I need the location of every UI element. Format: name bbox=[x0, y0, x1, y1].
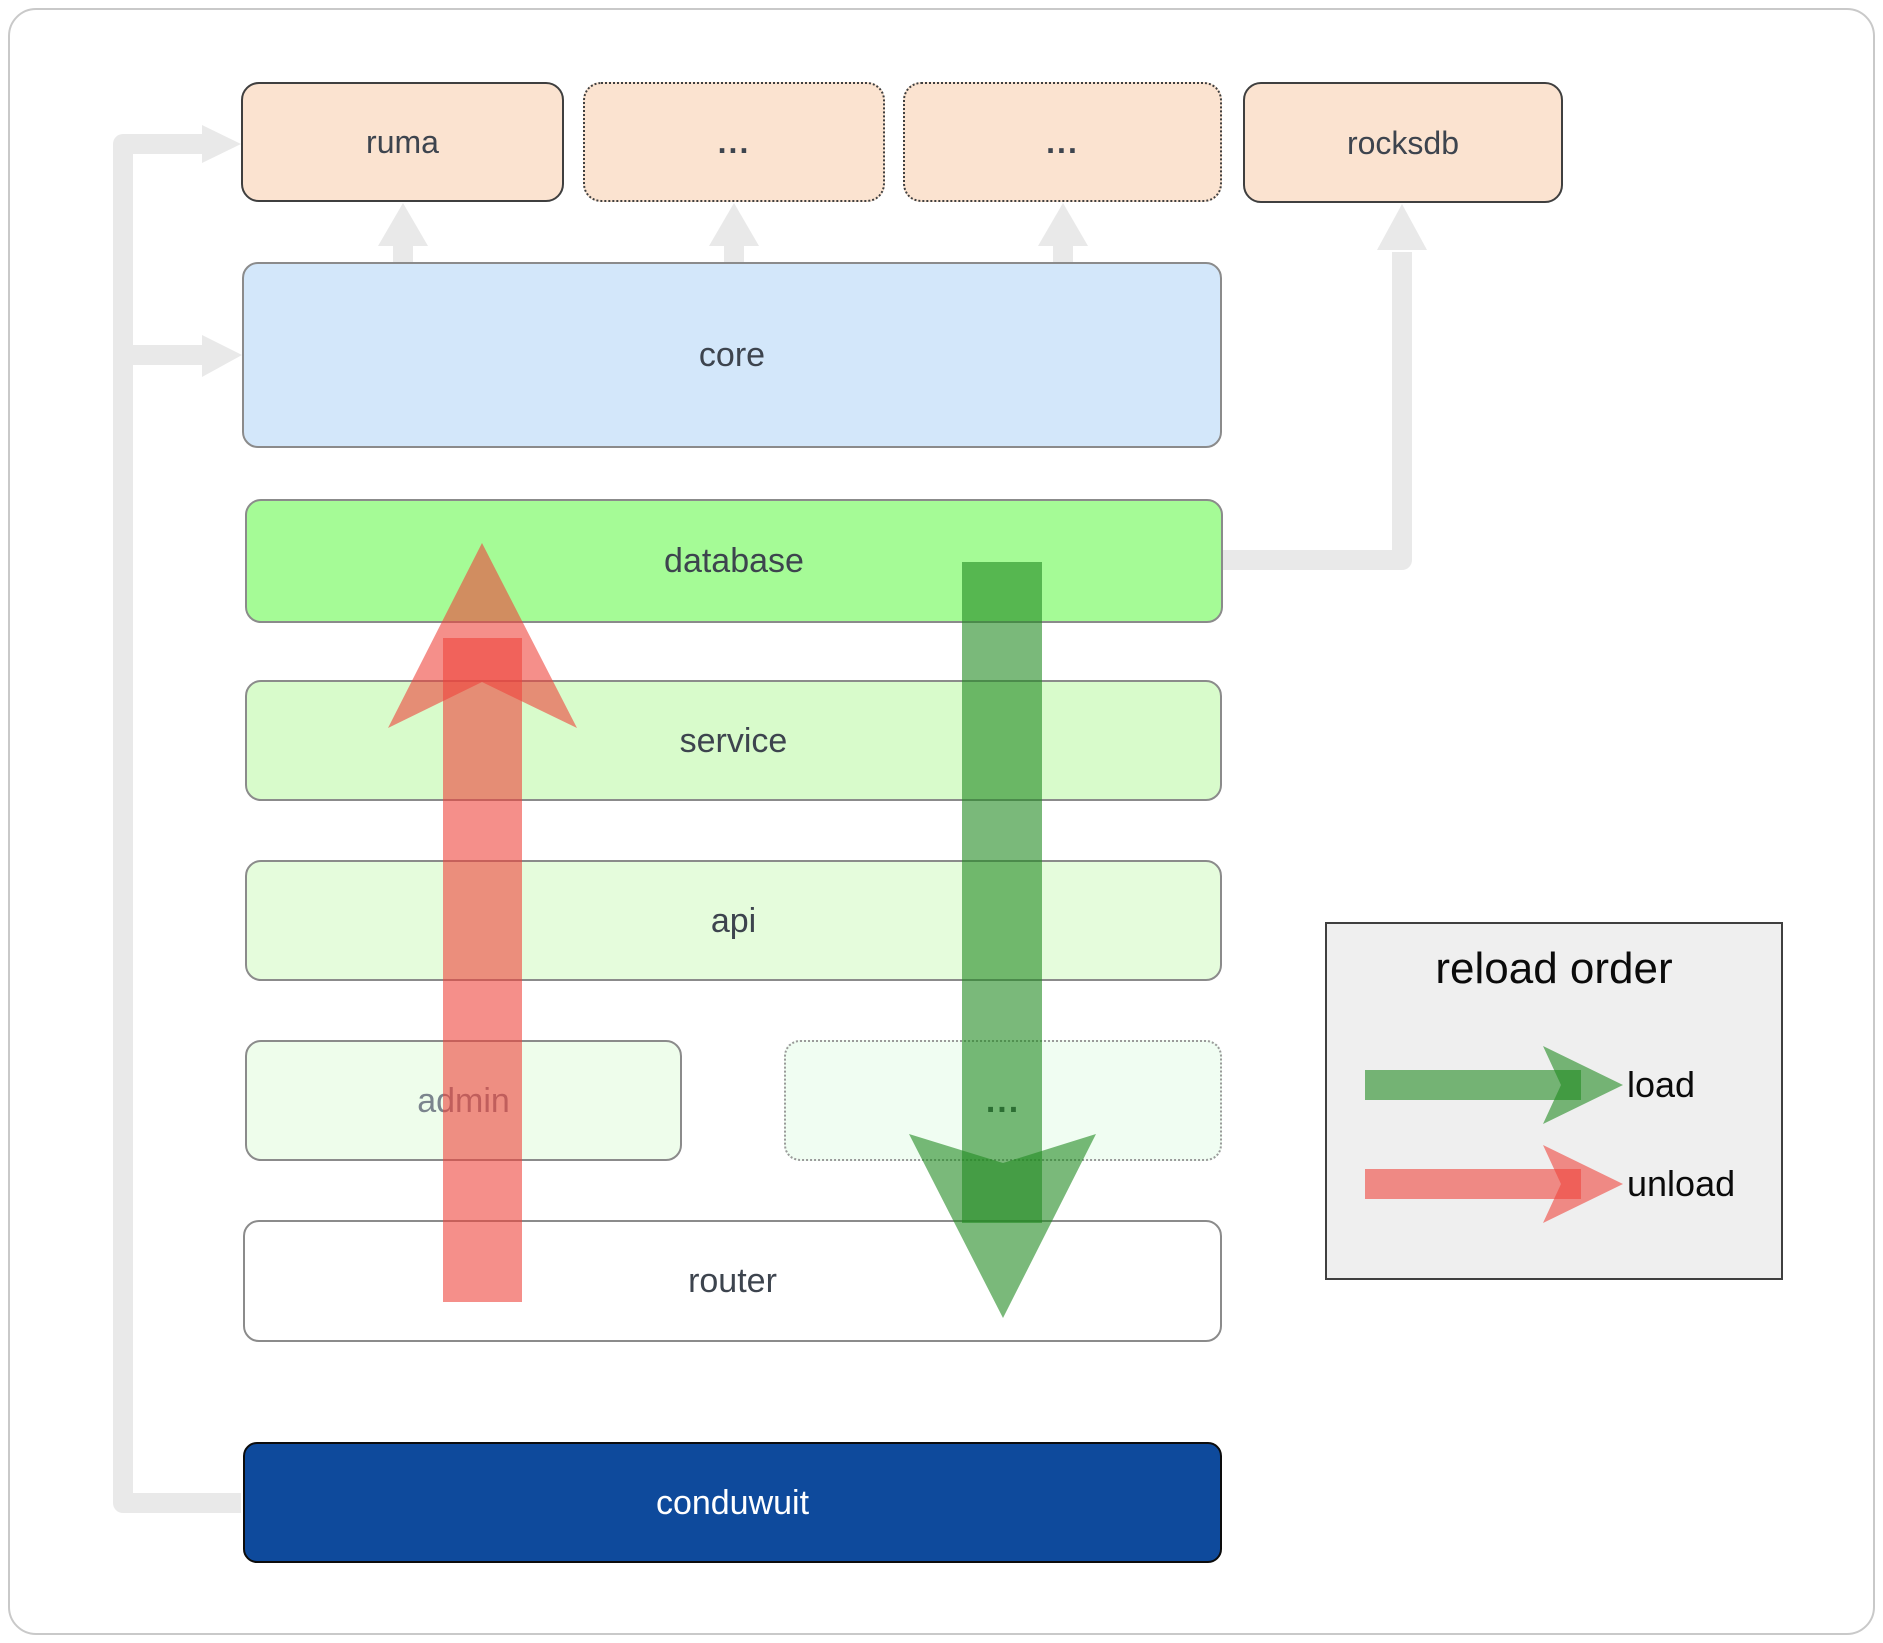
node-ellipsis-top-left: ... bbox=[583, 82, 885, 202]
legend-title: reload order bbox=[1435, 944, 1673, 993]
node-database: database bbox=[245, 499, 1223, 623]
node-service: service bbox=[245, 680, 1222, 801]
node-admin: admin bbox=[245, 1040, 682, 1161]
legend-unload-arrow-shaft bbox=[1365, 1169, 1581, 1199]
legend-unload-arrow-head bbox=[1543, 1145, 1623, 1223]
node-ruma: ruma bbox=[241, 82, 564, 202]
legend-load-arrow-icon bbox=[1365, 1046, 1623, 1124]
node-router: router bbox=[243, 1220, 1222, 1342]
legend-unload-label: unload bbox=[1627, 1163, 1736, 1204]
legend-load-arrow-head bbox=[1543, 1046, 1623, 1124]
node-core: core bbox=[242, 262, 1222, 448]
legend-unload-arrow-icon bbox=[1365, 1145, 1623, 1223]
node-api: api bbox=[245, 860, 1222, 981]
legend-load-label: load bbox=[1627, 1064, 1696, 1105]
node-ellipsis-admin-row: ... bbox=[784, 1040, 1222, 1161]
node-conduwuit: conduwuit bbox=[243, 1442, 1222, 1563]
legend-load-arrow-shaft bbox=[1365, 1070, 1581, 1100]
diagram-outer-border bbox=[8, 8, 1875, 1635]
legend-panel: reload order load unload bbox=[1325, 922, 1783, 1280]
node-ellipsis-top-right: ... bbox=[903, 82, 1222, 202]
node-rocksdb: rocksdb bbox=[1243, 82, 1563, 203]
